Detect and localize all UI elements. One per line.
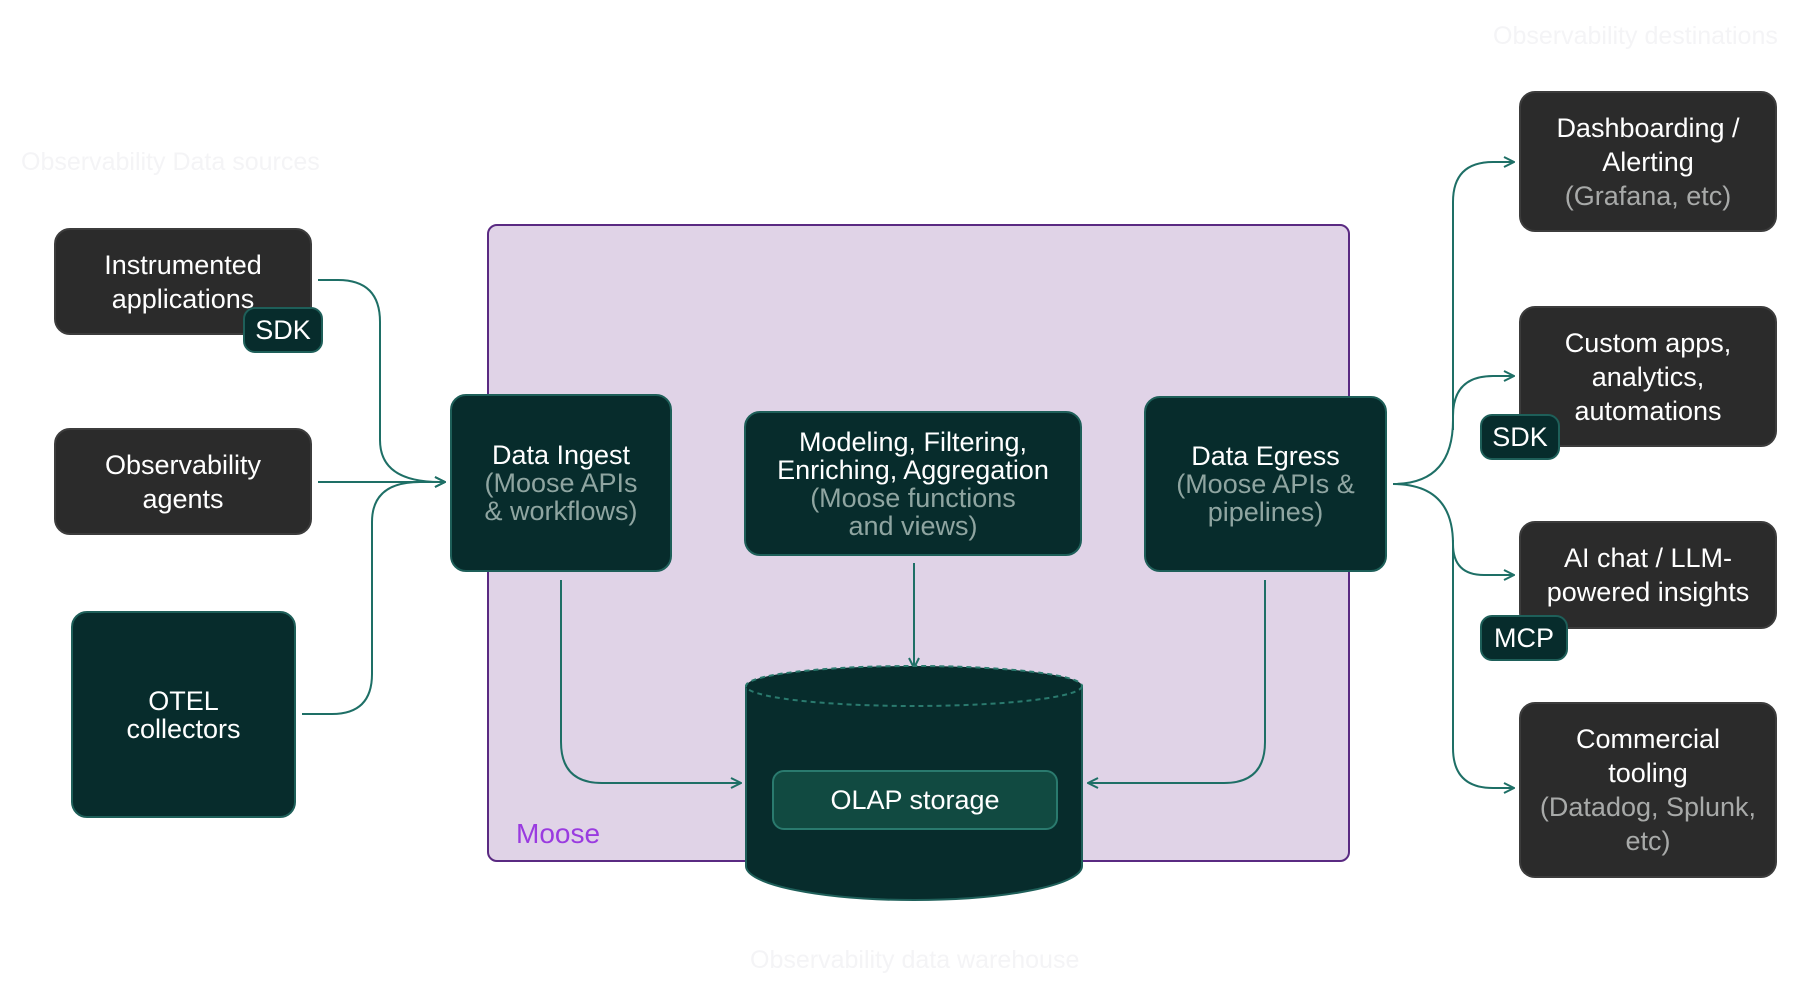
section-label-destinations: Observability destinations [1493, 22, 1778, 50]
connector-egress-to-commercial [1452, 540, 1514, 788]
section-label-sources: Observability Data sources [21, 148, 320, 176]
dest-custom-title: Custom apps, analytics, automations [1564, 327, 1732, 426]
dest-commercial-sub: (Datadog, Splunk, etc) [1539, 792, 1757, 856]
connector-ingest-to-storage [560, 580, 741, 783]
modeling-sub: (Moose functions and views) [810, 482, 1016, 541]
section-label-warehouse: Observability data warehouse [750, 946, 1080, 974]
source-otel-collectors: OTEL collectors [71, 611, 296, 818]
data-ingest-title: Data Ingest [491, 440, 631, 470]
source-agents-title: Observability agents [104, 449, 262, 514]
connector-egress-to-custom [1452, 376, 1514, 430]
olap-storage-label: OLAP storage [772, 770, 1058, 830]
dest-dashboarding: Dashboarding / Alerting (Grafana, etc) [1519, 91, 1777, 232]
modeling-title: Modeling, Filtering, Enriching, Aggregat… [777, 426, 1049, 485]
dest-dashboarding-sub: (Grafana, etc) [1564, 180, 1732, 211]
connector-instrumented-to-ingest [318, 279, 445, 482]
source-observability-agents: Observability agents [54, 428, 312, 535]
dest-ai-chat: AI chat / LLM-powered insights [1519, 521, 1777, 629]
data-ingest-sub: (Moose APIs & workflows) [484, 468, 638, 526]
mcp-tag: MCP [1480, 615, 1568, 661]
data-egress-sub: (Moose APIs & pipelines) [1176, 469, 1355, 527]
moose-label: Moose [516, 818, 601, 849]
dest-commercial-tooling: Commercial tooling (Datadog, Splunk, etc… [1519, 702, 1777, 878]
dest-ai-title: AI chat / LLM-powered insights [1546, 543, 1750, 607]
source-otel-title: OTEL collectors [126, 685, 241, 744]
connector-egress-to-storage [1088, 580, 1266, 783]
dest-custom-apps: Custom apps, analytics, automations [1519, 306, 1777, 447]
dest-commercial-title: Commercial tooling [1575, 724, 1721, 788]
sdk-tag-sources: SDK [243, 307, 323, 353]
data-egress-title: Data Egress [1191, 441, 1340, 471]
sdk-tag-destinations: SDK [1480, 414, 1560, 460]
data-ingest-box: Data Ingest (Moose APIs & workflows) [450, 394, 672, 572]
source-instrumented-title: Instrumented applications [104, 249, 262, 314]
dest-dashboarding-title: Dashboarding / Alerting [1556, 112, 1740, 177]
connector-otel-to-ingest [302, 481, 421, 715]
data-egress-box: Data Egress (Moose APIs & pipelines) [1144, 396, 1387, 572]
modeling-box: Modeling, Filtering, Enriching, Aggregat… [744, 411, 1082, 556]
